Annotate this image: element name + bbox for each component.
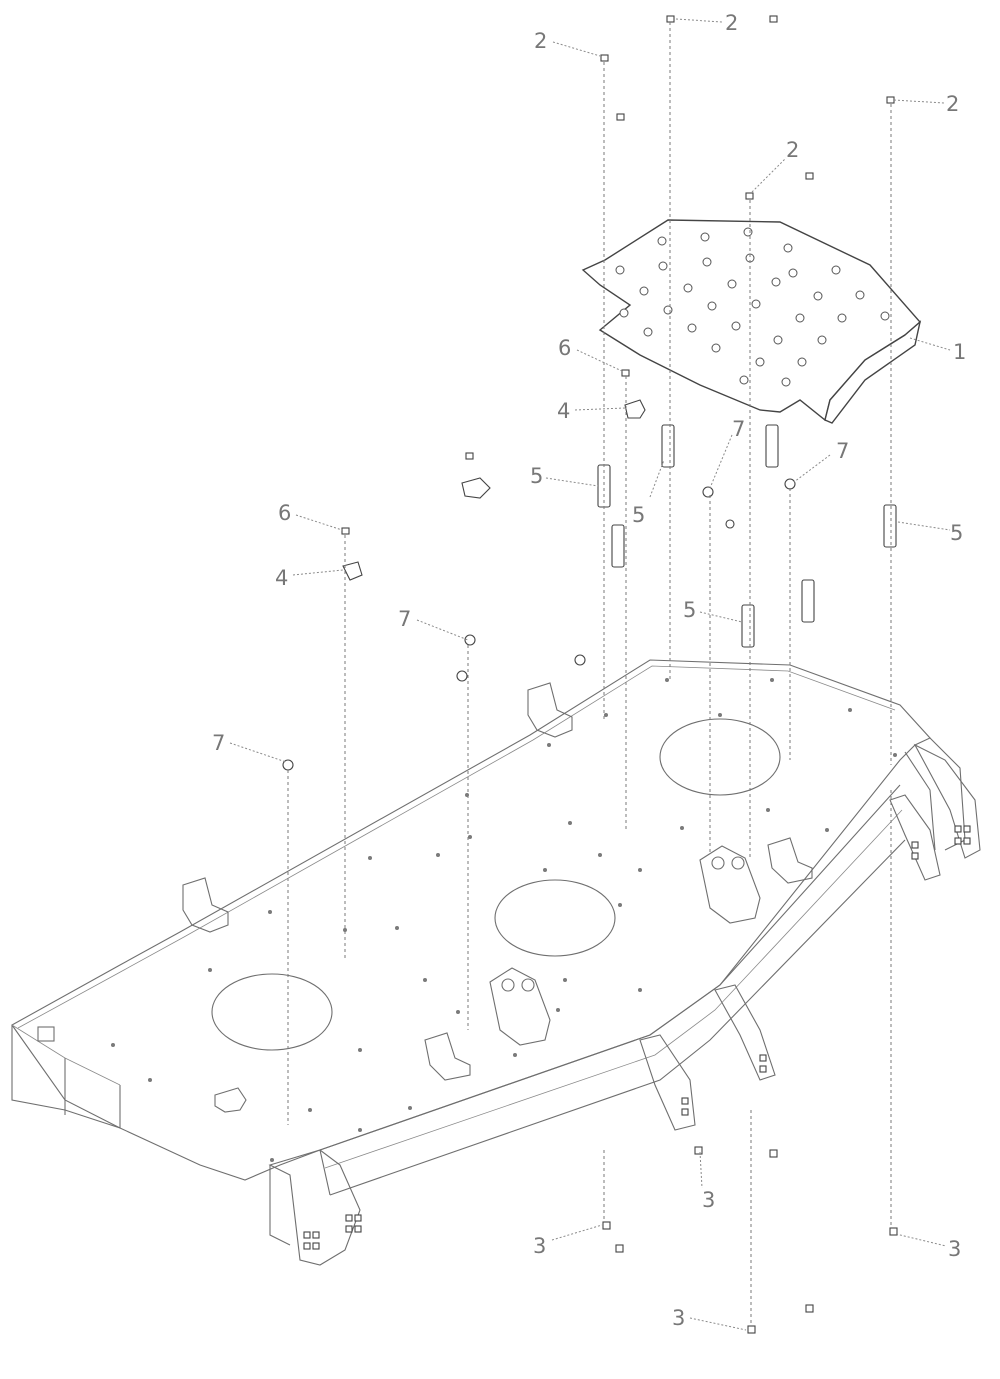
callout-3: 3 [702,1188,715,1212]
callout-4: 4 [275,566,288,590]
callout-7: 7 [398,607,411,631]
mower-deck-frame [11,659,981,1266]
callout-6: 6 [278,501,291,525]
callout-7: 7 [732,417,745,441]
perforated-floor-plate [581,219,922,424]
callout-7: 7 [212,731,225,755]
callout-2: 2 [534,29,547,53]
callout-7: 7 [836,439,849,463]
fasteners [282,15,898,1334]
callout-5: 5 [530,464,543,488]
assembly-center-lines [287,22,892,1326]
callout-2: 2 [786,138,799,162]
callout-6: 6 [558,336,571,360]
callout-1: 1 [953,340,966,364]
leader-lines [229,18,951,1331]
callout-5: 5 [950,521,963,545]
callout-5: 5 [683,598,696,622]
callout-4: 4 [557,399,570,423]
callout-2: 2 [946,92,959,116]
callout-2: 2 [725,11,738,35]
spacers [597,424,897,648]
callout-3: 3 [672,1306,685,1330]
callout-3: 3 [948,1237,961,1261]
callout-3: 3 [533,1234,546,1258]
callout-labels: 1 2 2 2 2 3 3 3 3 4 4 5 5 5 5 6 6 7 7 7 … [212,11,966,1330]
callout-5: 5 [632,503,645,527]
